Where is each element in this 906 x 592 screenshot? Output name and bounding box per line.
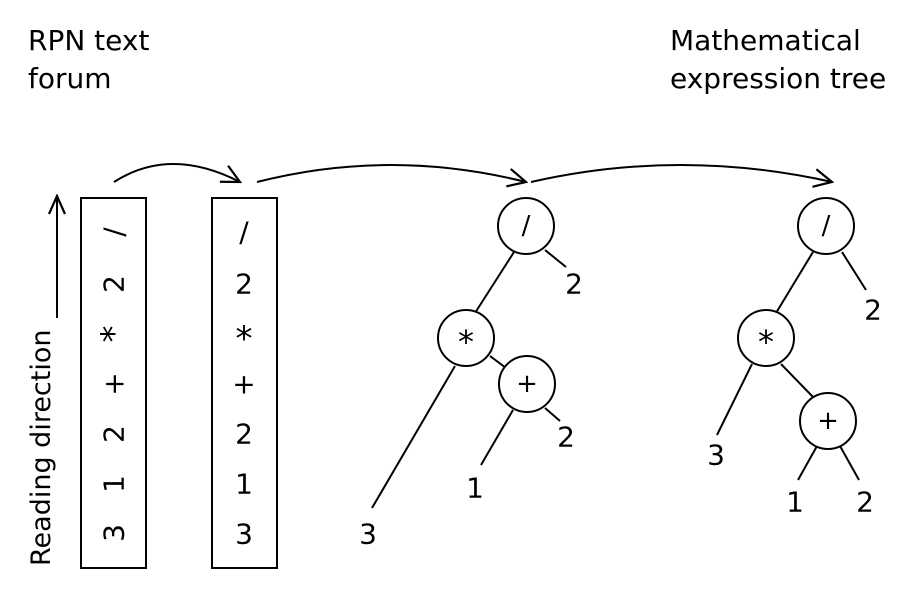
tree-node-label: /: [822, 211, 831, 241]
rpn-token: *: [94, 326, 134, 343]
tree-edge: [780, 363, 814, 398]
rpn-token: /: [98, 227, 131, 237]
heading-rpn-text-forum: RPN text forum: [28, 22, 149, 98]
tree-leaf: 2: [864, 294, 882, 327]
arrow-stack-to-partial-tree: [256, 164, 526, 182]
reading-direction-indicator: Reading direction: [26, 196, 57, 566]
tree-leaf: 2: [565, 268, 583, 301]
partial-expression-tree: / * + 2 3 1 2: [359, 197, 583, 551]
tree-node-label: +: [516, 369, 538, 399]
tree-leaf: 2: [557, 421, 575, 454]
tree-edge: [544, 407, 561, 422]
tree-leaf: 1: [466, 472, 484, 505]
tree-edge: [797, 445, 818, 481]
rpn-token: 1: [98, 475, 131, 493]
stack-token: 2: [235, 418, 253, 451]
stack-token: 2: [235, 268, 253, 301]
stack-token: 3: [235, 518, 253, 551]
tree-edge: [839, 445, 860, 481]
arrow-rpn-to-stack: [113, 163, 240, 182]
heading-tree-line-2: expression tree: [670, 62, 887, 95]
full-expression-tree: / * + 2 3 1 2: [707, 197, 882, 519]
tree-node-divide: [797, 197, 855, 255]
rpn-token: +: [98, 372, 131, 395]
tree-edge: [480, 409, 514, 466]
tree-node-label: *: [458, 323, 474, 361]
tree-edge: [841, 251, 867, 291]
tree-node-multiply: [437, 309, 495, 367]
heading-rpn-line-2: forum: [28, 62, 112, 95]
tree-edge: [544, 249, 567, 268]
tree-edge: [474, 251, 515, 314]
stack-box: / 2 * + 2 1 3: [211, 197, 278, 569]
tree-edge: [716, 363, 753, 436]
tree-edge: [371, 365, 456, 509]
tree-node-divide: [497, 197, 555, 255]
reading-direction-label: Reading direction: [26, 329, 57, 566]
tree-node-multiply: [737, 309, 795, 367]
tree-node-plus: [799, 392, 857, 450]
stack-token: +: [232, 368, 255, 401]
heading-rpn-line-1: RPN text: [28, 24, 150, 57]
tree-node-label: *: [758, 323, 774, 361]
rpn-text-box: 3 1 2 + * 2 /: [80, 197, 147, 569]
rpn-box-border: [80, 197, 147, 569]
rpn-token: 2: [98, 275, 131, 293]
rpn-token: 2: [98, 425, 131, 443]
stack-token: *: [236, 319, 253, 359]
tree-leaf: 1: [786, 486, 804, 519]
heading-expression-tree: Mathematical expression tree: [670, 22, 886, 98]
tree-node-plus: [498, 355, 556, 413]
arrow-partial-to-full-tree: [530, 164, 832, 182]
stack-box-border: [211, 197, 278, 569]
stack-token: 1: [235, 468, 253, 501]
tree-leaf: 2: [856, 486, 874, 519]
tree-leaf: 3: [707, 439, 725, 472]
stack-token: /: [239, 216, 249, 249]
tree-node-label: /: [522, 211, 531, 241]
rpn-token: 3: [98, 524, 131, 542]
heading-tree-line-1: Mathematical: [670, 24, 861, 57]
tree-leaf: 3: [359, 518, 377, 551]
tree-edge: [775, 251, 814, 314]
tree-node-label: +: [817, 406, 839, 436]
